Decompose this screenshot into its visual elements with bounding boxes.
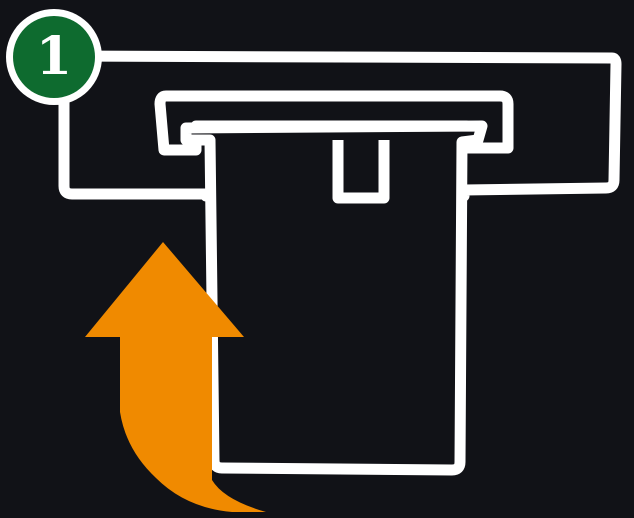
step-number: 1 <box>13 16 95 98</box>
step-badge: 1 <box>6 9 102 105</box>
